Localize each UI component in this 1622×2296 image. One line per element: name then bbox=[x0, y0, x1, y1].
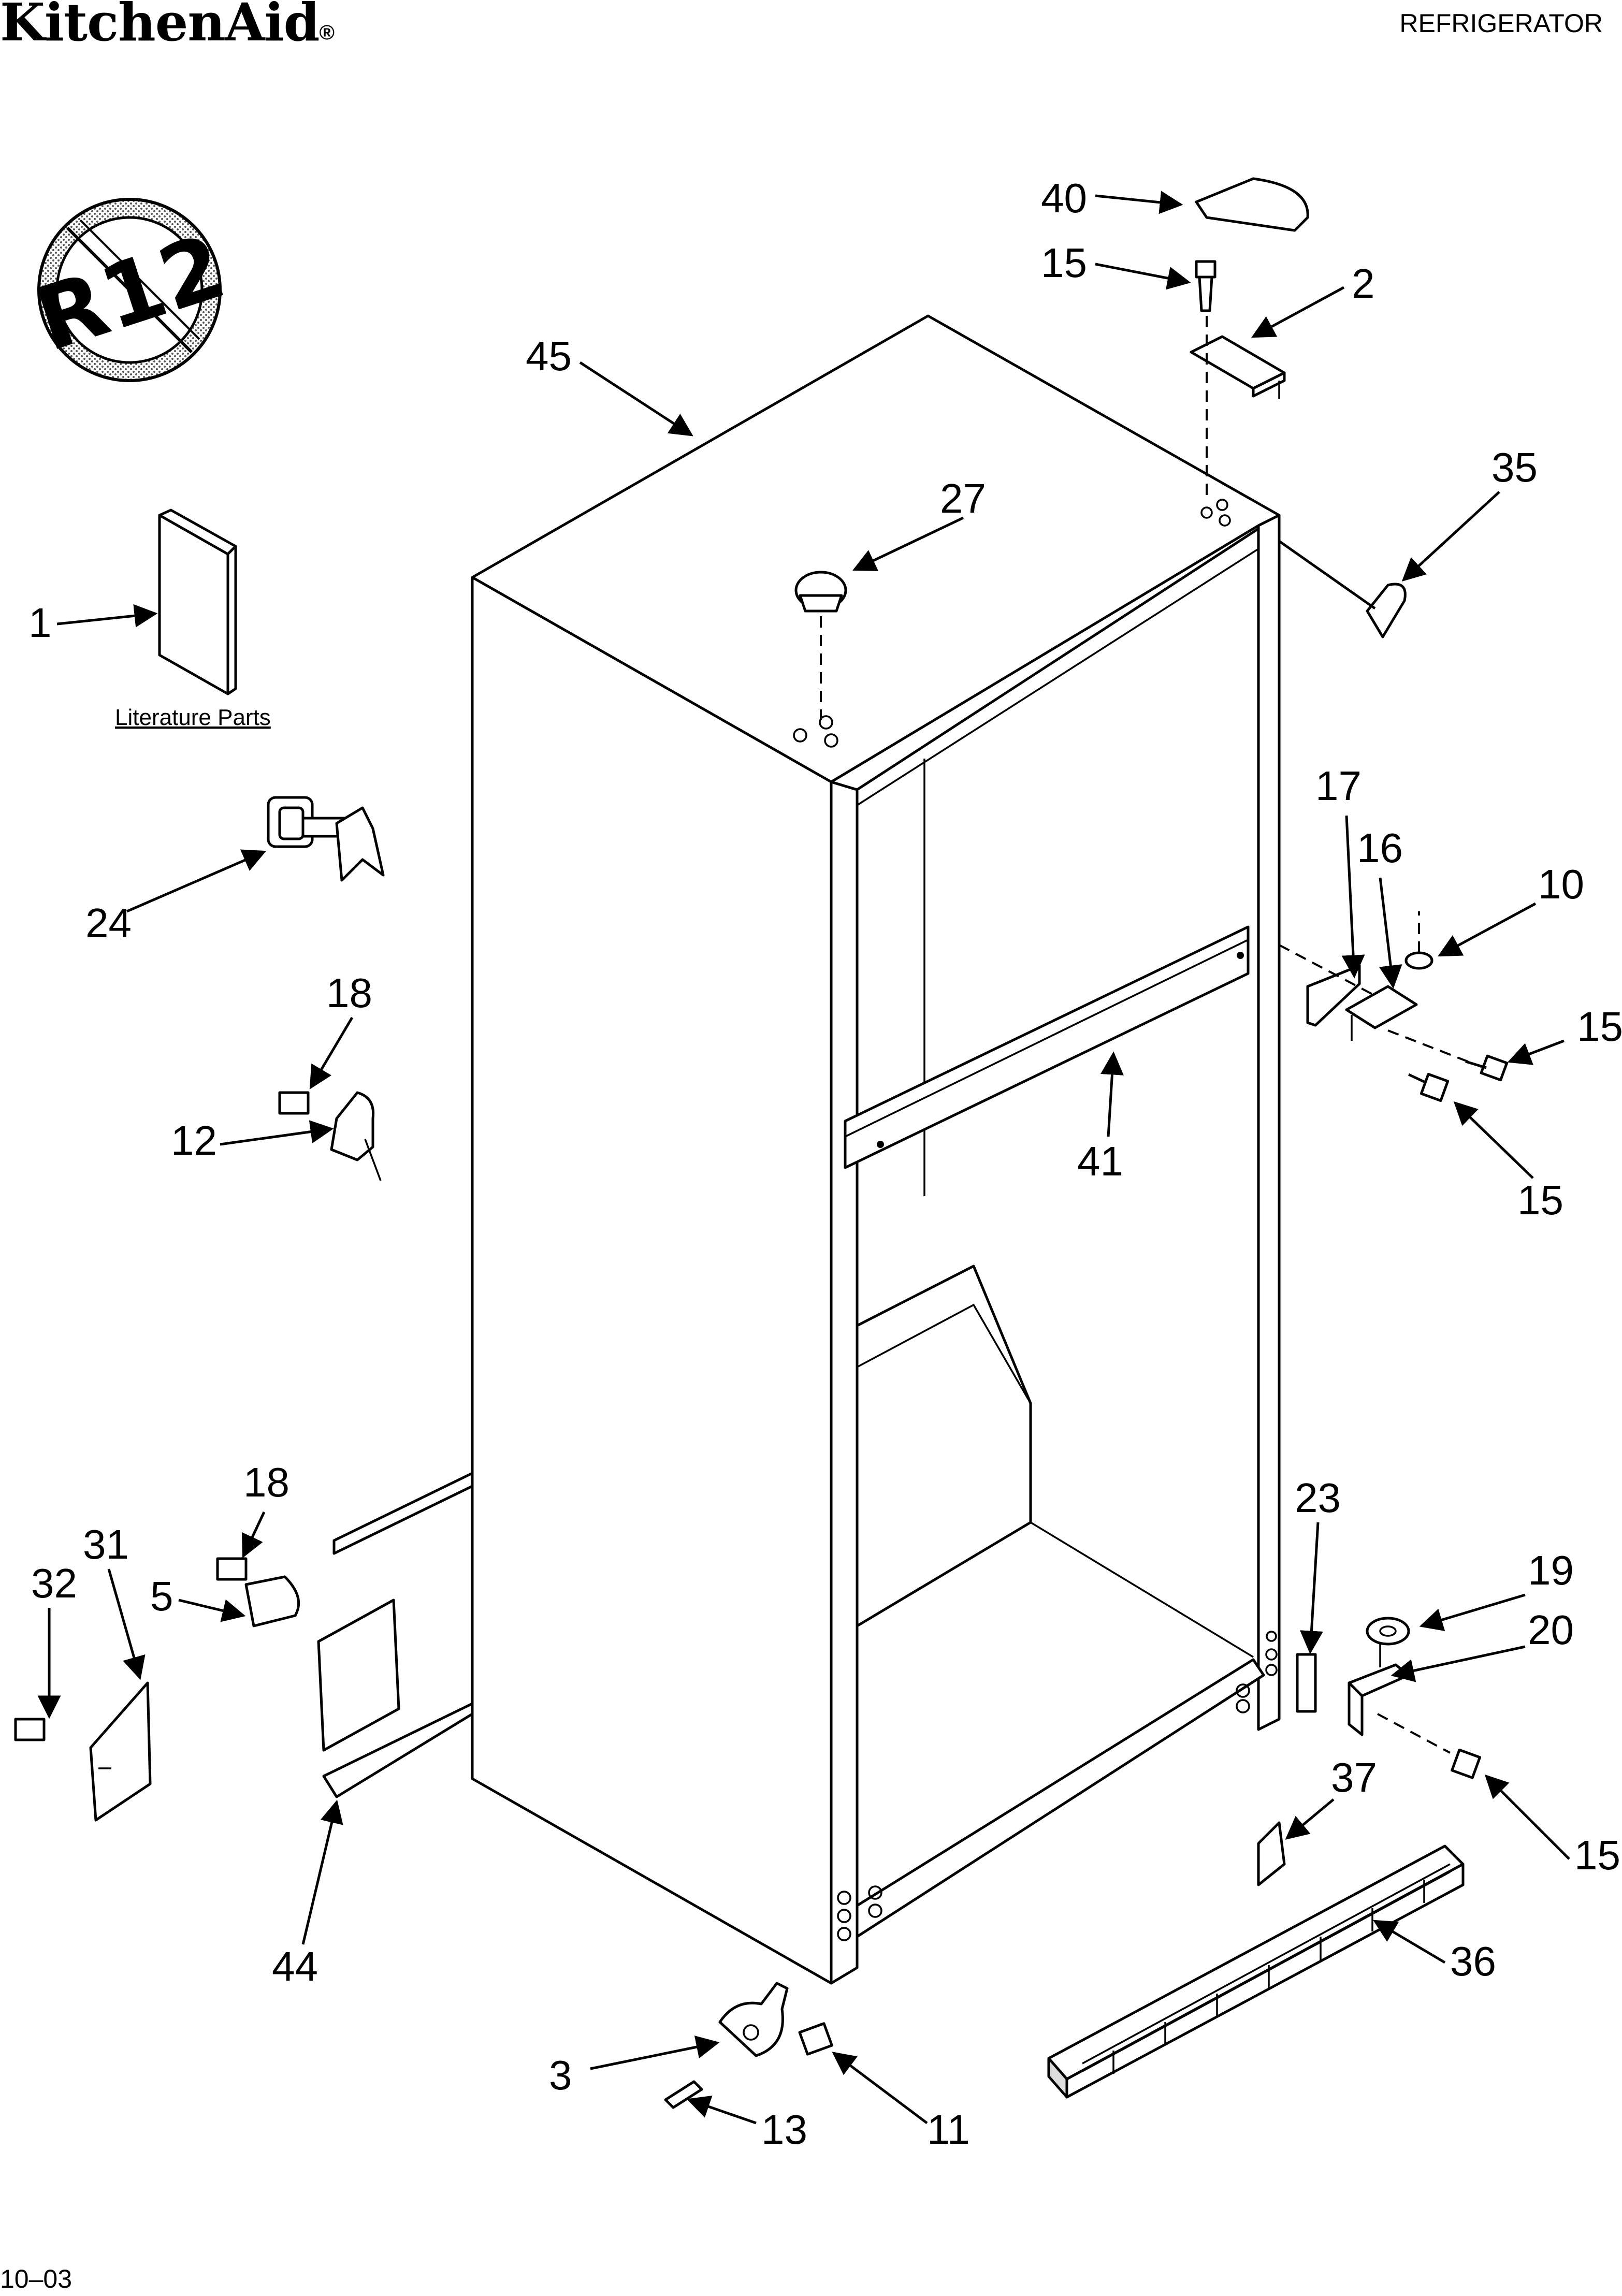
callout-36: 36 bbox=[1450, 1938, 1496, 1984]
callout-20: 20 bbox=[1528, 1607, 1574, 1653]
callout-18: 18 bbox=[326, 970, 372, 1016]
callout-23: 23 bbox=[1295, 1475, 1341, 1521]
roller-screw-11 bbox=[798, 2022, 833, 2056]
literature-parts-label: Literature Parts bbox=[115, 705, 271, 730]
callout-15: 15 bbox=[1574, 1832, 1620, 1878]
door-closer-screw bbox=[216, 1557, 248, 1581]
callout-17: 17 bbox=[1315, 763, 1362, 809]
grille-clip-37 bbox=[1257, 1821, 1286, 1886]
callout-16: 16 bbox=[1357, 825, 1403, 871]
door-stop-bracket bbox=[278, 1091, 382, 1181]
callout-11: 11 bbox=[927, 2106, 970, 2153]
center-hinge-screw-lower bbox=[1408, 1072, 1450, 1102]
lower-hinge-screw bbox=[1377, 1713, 1482, 1779]
page-type-label: REFRIGERATOR bbox=[1399, 9, 1603, 38]
door-stop-pin bbox=[267, 796, 385, 882]
side-trim-panel-31 bbox=[89, 1681, 152, 1822]
callout-13: 13 bbox=[761, 2106, 807, 2153]
center-hinge-screw-right bbox=[1465, 1054, 1509, 1082]
callout-12: 12 bbox=[171, 1117, 217, 1164]
callout-40: 40 bbox=[1041, 175, 1087, 221]
callout-24: 24 bbox=[85, 900, 132, 946]
lower-hinge-washer-19 bbox=[1366, 1617, 1410, 1646]
callout-19: 19 bbox=[1528, 1547, 1574, 1593]
callout-27: 27 bbox=[940, 475, 986, 521]
literature-booklet bbox=[158, 508, 237, 695]
roller-pin-13 bbox=[664, 2080, 703, 2109]
brand-logo: KitchenAid® bbox=[0, 0, 335, 53]
callout-35: 35 bbox=[1491, 444, 1538, 490]
callout-2: 2 bbox=[1352, 260, 1375, 307]
callout-1: 1 bbox=[28, 600, 52, 646]
side-bracket-44 bbox=[317, 1472, 474, 1798]
top-hinge bbox=[1190, 316, 1286, 497]
callout-41: 41 bbox=[1077, 1138, 1123, 1184]
callout-18: 18 bbox=[243, 1459, 289, 1505]
callout-3: 3 bbox=[549, 2052, 572, 2098]
callout-31: 31 bbox=[83, 1521, 129, 1567]
leader-lines bbox=[37, 191, 1570, 2125]
top-plug bbox=[794, 571, 847, 720]
callout-32: 32 bbox=[31, 1560, 77, 1606]
lower-hinge-20 bbox=[1348, 1644, 1410, 1736]
callout-15: 15 bbox=[1517, 1177, 1563, 1223]
no-r12-prohibition-icon: R12 bbox=[24, 198, 237, 382]
roller-assembly-3 bbox=[718, 1982, 789, 2057]
hinge-pin-cover bbox=[1278, 540, 1407, 638]
callout-10: 10 bbox=[1538, 861, 1584, 907]
side-trim-screw-32 bbox=[14, 1718, 46, 1741]
callout-37: 37 bbox=[1331, 1754, 1377, 1800]
page-code: 10–03 bbox=[0, 2264, 72, 2293]
center-hinge-assembly bbox=[1279, 911, 1482, 1068]
toe-grille-36 bbox=[1047, 1844, 1465, 2099]
refrigerator-cabinet bbox=[471, 314, 1281, 1985]
callout-15: 15 bbox=[1041, 240, 1087, 286]
callout-15: 15 bbox=[1577, 1004, 1622, 1050]
door-closer-clip bbox=[244, 1575, 300, 1627]
lower-hinge-shim-23 bbox=[1296, 1653, 1317, 1713]
hinge-cover-cap bbox=[1195, 177, 1309, 232]
callout-44: 44 bbox=[272, 1943, 318, 1989]
callout-5: 5 bbox=[150, 1573, 173, 1619]
callout-45: 45 bbox=[526, 333, 572, 379]
top-hinge-screw bbox=[1195, 260, 1216, 312]
